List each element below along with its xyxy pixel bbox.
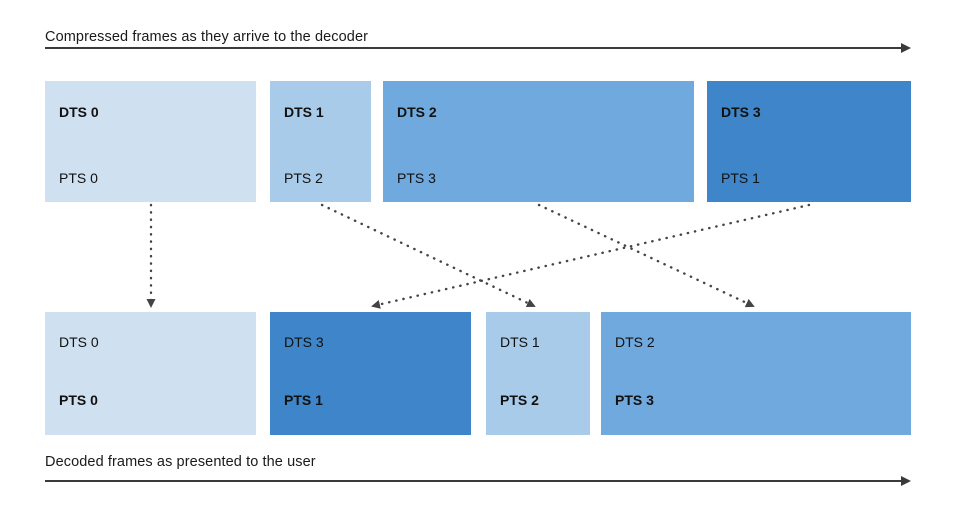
frame-dts-label: DTS 2 — [397, 104, 437, 120]
decoded-frame-3[interactable]: DTS 2 PTS 3 — [601, 312, 911, 435]
frame-pts-label: PTS 0 — [59, 170, 98, 186]
decoded-frame-1[interactable]: DTS 3 PTS 1 — [270, 312, 471, 435]
connector-dts3-pts1 — [371, 203, 811, 309]
frame-dts-label: DTS 2 — [615, 334, 655, 350]
frame-dts-label: DTS 0 — [59, 104, 99, 120]
decoded-frame-2[interactable]: DTS 1 PTS 2 — [486, 312, 590, 435]
frame-dts-label: DTS 1 — [284, 104, 324, 120]
frame-pts-label: PTS 1 — [721, 170, 760, 186]
frame-dts-label: DTS 3 — [284, 334, 324, 350]
decoded-frames-caption: Decoded frames as presented to the user — [45, 454, 316, 470]
compressed-frame-1[interactable]: DTS 1 PTS 2 — [270, 81, 371, 202]
decoded-timeline-arrow — [45, 476, 911, 486]
frame-pts-label: PTS 3 — [397, 170, 436, 186]
frame-pts-label: PTS 3 — [615, 392, 654, 408]
frame-pts-label: PTS 2 — [500, 392, 539, 408]
frame-dts-label: DTS 3 — [721, 104, 761, 120]
connector-dts2-pts3 — [537, 203, 755, 308]
timeline-line — [45, 480, 902, 482]
compressed-frame-3[interactable]: DTS 3 PTS 1 — [707, 81, 911, 202]
compressed-timeline-arrow — [45, 43, 911, 53]
frame-pts-label: PTS 0 — [59, 392, 98, 408]
compressed-frames-caption: Compressed frames as they arrive to the … — [45, 29, 369, 45]
arrowhead-icon — [901, 476, 911, 486]
arrowhead-icon — [901, 43, 911, 53]
frame-dts-label: DTS 0 — [59, 334, 99, 350]
frame-pts-label: PTS 2 — [284, 170, 323, 186]
frame-pts-label: PTS 1 — [284, 392, 323, 408]
decoded-frame-0[interactable]: DTS 0 PTS 0 — [45, 312, 256, 435]
compressed-frame-2[interactable]: DTS 2 PTS 3 — [383, 81, 694, 202]
connector-dts1-pts2 — [320, 203, 536, 308]
compressed-frame-0[interactable]: DTS 0 PTS 0 — [45, 81, 256, 202]
frame-dts-label: DTS 1 — [500, 334, 540, 350]
timeline-line — [45, 47, 902, 49]
